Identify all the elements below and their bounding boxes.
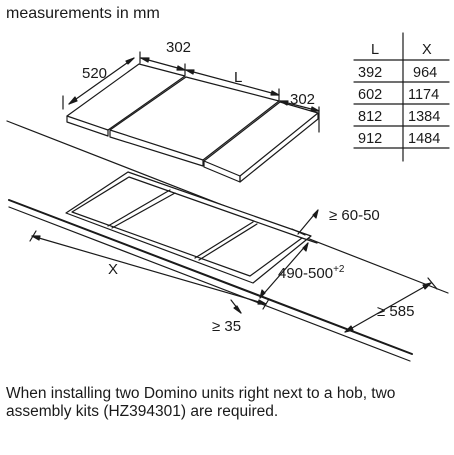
- dimension-line-585: [344, 277, 438, 333]
- dimension-line-60-50: [291, 209, 319, 236]
- label-490-500: 490-500+2: [278, 264, 345, 282]
- page-title: measurements in mm: [6, 5, 160, 22]
- table-header-l: L: [371, 42, 379, 58]
- table-cell: 964: [413, 65, 437, 81]
- label-302-left: 302: [166, 39, 191, 56]
- table-header-x: X: [422, 42, 432, 58]
- dimension-line-35: [230, 299, 242, 314]
- dimension-line-520: [62, 51, 141, 110]
- worktop-front-edge: [8, 199, 413, 362]
- label-302-right: 302: [290, 91, 315, 108]
- label-x: X: [108, 261, 118, 278]
- label-l: L: [234, 69, 242, 86]
- dimension-line-x: [29, 230, 270, 310]
- hob-unit-middle: [109, 76, 280, 161]
- dimension-line-490-500: [259, 237, 318, 299]
- dimension-line-302-left: [140, 57, 186, 76]
- table-cell: 602: [358, 87, 382, 103]
- dimension-line-302-right: [279, 100, 320, 133]
- dimension-table: L X 392 964 602 1174 812 1384 912 1484: [358, 42, 440, 147]
- dimension-line-l: [185, 69, 280, 101]
- hob-units: [66, 63, 319, 183]
- dimension-table-grid: [353, 32, 450, 162]
- label-585: ≥ 585: [377, 303, 414, 320]
- cutout-outline: [65, 171, 312, 284]
- table-cell: 1484: [408, 131, 440, 147]
- installation-note: When installing two Domino units right n…: [6, 385, 396, 420]
- label-520: 520: [82, 65, 107, 82]
- label-60-50: ≥ 60-50: [329, 207, 380, 224]
- table-cell: 912: [358, 131, 382, 147]
- table-cell: 812: [358, 109, 382, 125]
- table-cell: 1174: [408, 87, 439, 103]
- table-cell: 392: [358, 65, 382, 81]
- table-cell: 1384: [408, 109, 440, 125]
- label-35: ≥ 35: [212, 318, 241, 335]
- hob-unit-left: [66, 63, 186, 131]
